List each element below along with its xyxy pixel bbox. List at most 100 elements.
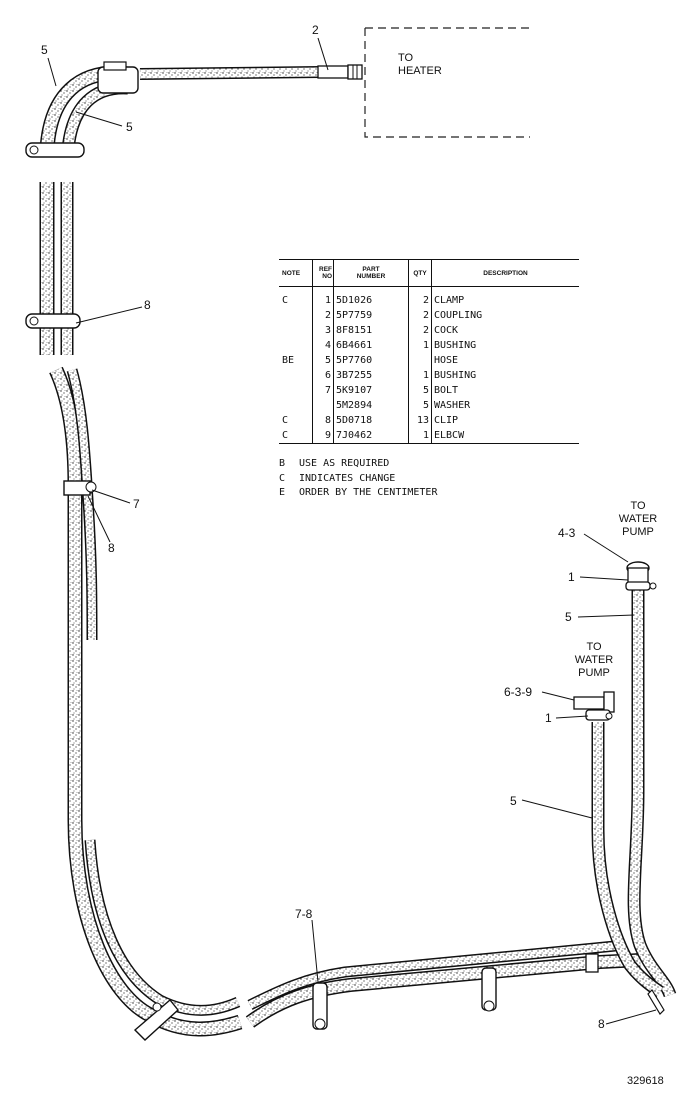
row-qty: 2 — [408, 323, 432, 338]
heater-label: TO HEATER — [398, 52, 442, 78]
row-ref-no: 2 — [312, 308, 334, 323]
callout-bottom-8: 8 — [598, 1017, 605, 1031]
pump-label-lower-line-2: WATER — [574, 654, 614, 666]
pump-label-upper-line-3: PUMP — [622, 526, 654, 538]
callout-mid-8: 8 — [108, 541, 115, 555]
pump-label-upper-line-2: WATER — [618, 513, 658, 525]
bottom-hose-run — [245, 940, 641, 1030]
row-note — [279, 308, 313, 323]
main-hose-run — [49, 366, 243, 1041]
callout-top-left-5: 5 — [41, 43, 48, 57]
note-text: USE AS REQUIRED — [299, 458, 390, 469]
row-qty: 1 — [408, 368, 432, 383]
row-ref-no: 5 — [312, 353, 334, 368]
row-part-number: 5D1026 — [333, 293, 409, 308]
row-qty: 5 — [408, 383, 432, 398]
callout-pump-5-upper: 5 — [565, 610, 572, 624]
top-elbow-hoses — [25, 61, 139, 158]
header-qty: QTY — [408, 259, 432, 287]
row-part-number: 8F8151 — [333, 323, 409, 338]
heater-outline — [364, 27, 530, 138]
callout-pump-1-upper: 1 — [568, 570, 575, 584]
row-description: CLIP — [434, 415, 459, 426]
callout-pump-1-lower: 1 — [545, 711, 552, 725]
row-part-number: 6B4661 — [333, 338, 409, 353]
callout-pump-4-3: 4-3 — [558, 526, 576, 540]
row-note: C — [282, 295, 289, 306]
row-note — [279, 368, 313, 383]
row-note — [279, 323, 313, 338]
row-qty: 2 — [408, 293, 432, 308]
row-description: WASHER — [434, 400, 471, 411]
row-qty: 1 — [408, 338, 432, 353]
row-description: HOSE — [434, 355, 459, 366]
note-code: C — [279, 472, 286, 484]
row-qty: 13 — [408, 413, 432, 428]
row-note: C — [279, 428, 313, 444]
callout-upper-8: 8 — [144, 298, 151, 312]
row-part-number: 5M2894 — [333, 398, 409, 413]
note-text: INDICATES CHANGE — [299, 472, 396, 484]
note-item: C INDICATES CHANGE — [279, 472, 437, 487]
heater-label-line-2: HEATER — [398, 65, 442, 77]
row-ref-no: 6 — [312, 368, 334, 383]
row-part-number: 5K9107 — [333, 383, 409, 398]
parts-table-header: NOTE REF NO PART NUMBER QTY DESCRIPTION — [279, 259, 579, 287]
table-spacer-row — [279, 286, 579, 293]
header-note: NOTE — [279, 259, 313, 287]
callout-bottom-7-8: 7-8 — [295, 907, 313, 921]
callout-mid-7: 7 — [133, 497, 140, 511]
heater-hose — [139, 64, 363, 80]
row-description: ELBCW — [431, 428, 579, 444]
pump-label-lower-line-3: PUMP — [578, 667, 610, 679]
row-qty: 2 — [408, 308, 432, 323]
row-description: BUSHING — [434, 370, 477, 381]
row-description: COUPLING — [434, 310, 483, 321]
row-description: COCK — [434, 325, 459, 336]
row-part-number: 3B7255 — [333, 368, 409, 383]
row-part-number: 5D0718 — [333, 413, 409, 428]
row-ref-no: 1 — [312, 293, 334, 308]
pump-label-upper-line-1: TO — [630, 500, 646, 512]
row-note — [279, 398, 313, 413]
callout-pump-5-lower: 5 — [510, 794, 517, 808]
pump-label-lower-line-1: TO — [586, 641, 602, 653]
header-ref-line-1: REF — [319, 266, 332, 273]
row-part-number: 5P7760 — [333, 353, 409, 368]
row-qty: 5 — [408, 398, 432, 413]
header-description: DESCRIPTION — [431, 259, 579, 287]
pump-riser-hoses — [573, 561, 677, 1015]
row-note: BE — [282, 355, 295, 366]
row-ref-no: 9 — [312, 428, 334, 444]
upper-vertical-hoses — [25, 182, 81, 355]
row-description: CLAMP — [434, 295, 465, 306]
row-qty: 1 — [408, 428, 432, 444]
water-pump-label-upper: TO WATER PUMP — [616, 500, 660, 539]
row-ref-no — [312, 398, 334, 413]
callout-top-2: 2 — [312, 23, 319, 37]
row-note — [279, 338, 313, 353]
heater-label-line-1: TO — [398, 52, 414, 64]
header-part-line-2: NUMBER — [356, 273, 386, 280]
leader-lines — [47, 37, 657, 1025]
row-ref-no: 4 — [312, 338, 334, 353]
row-note: C — [282, 415, 289, 426]
row-ref-no: 7 — [312, 383, 334, 398]
row-description: BUSHING — [434, 340, 477, 351]
header-ref-line-2: NO — [322, 273, 332, 280]
row-part-number: 5P7759 — [333, 308, 409, 323]
row-ref-no: 8 — [312, 413, 334, 428]
